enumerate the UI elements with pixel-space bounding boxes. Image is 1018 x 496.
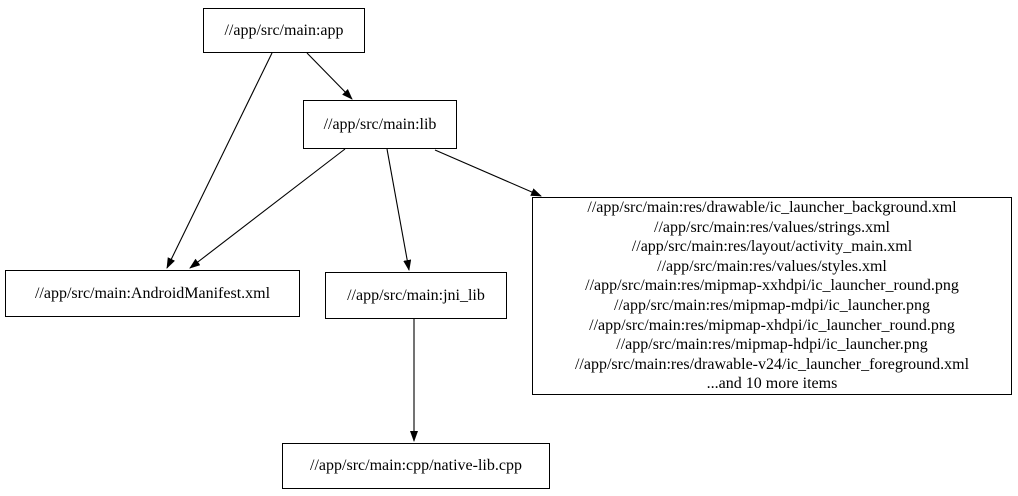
res-file-item: //app/src/main:res/values/strings.xml [654,218,890,236]
res-file-item: //app/src/main:res/mipmap-hdpi/ic_launch… [616,336,928,354]
edge-lib-to-manifest [189,148,346,269]
node-jni-lib: //app/src/main:jni_lib [325,272,507,319]
node-jni-lib-label: //app/src/main:jni_lib [347,286,485,304]
node-native-lib-cpp-label: //app/src/main:cpp/native-lib.cpp [310,457,522,475]
node-native-lib-cpp: //app/src/main:cpp/native-lib.cpp [282,443,550,489]
node-android-manifest-label: //app/src/main:AndroidManifest.xml [34,284,271,302]
res-file-item: //app/src/main:res/values/styles.xml [657,257,887,275]
res-more-items-note: ...and 10 more items [706,375,838,393]
node-app: //app/src/main:app [203,8,365,53]
edge-app-to-manifest [166,52,273,269]
node-android-manifest: //app/src/main:AndroidManifest.xml [5,270,300,317]
node-lib: //app/src/main:lib [303,100,457,149]
edge-lib-to-jni-lib [386,148,412,271]
node-res-files: //app/src/main:res/drawable/ic_launcher_… [532,197,1012,395]
edge-app-to-lib [306,52,353,100]
edge-lib-to-res [434,149,542,197]
res-file-item: //app/src/main:res/layout/activity_main.… [631,238,913,256]
res-file-item: //app/src/main:res/drawable-v24/ic_launc… [574,355,970,373]
res-file-item: //app/src/main:res/mipmap-mdpi/ic_launch… [614,297,930,314]
node-app-label: //app/src/main:app [224,21,344,39]
res-file-item: //app/src/main:res/mipmap-xxhdpi/ic_laun… [585,277,959,295]
node-lib-label: //app/src/main:lib [323,115,437,133]
res-file-item: //app/src/main:res/mipmap-xhdpi/ic_launc… [589,316,955,334]
res-file-item: //app/src/main:res/drawable/ic_launcher_… [587,199,957,217]
